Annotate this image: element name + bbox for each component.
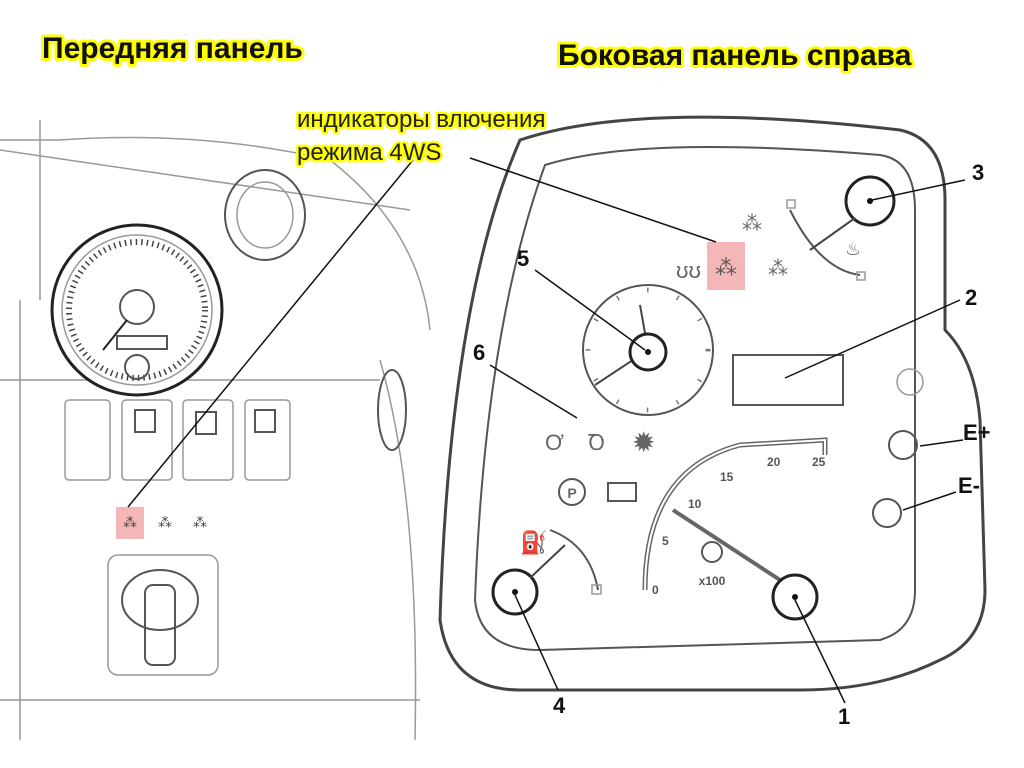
fuel-gauge: ⛽ [491,529,602,616]
front-panel-title: Передняя панель [42,32,303,65]
fuel-pump-icon: ⛽ [520,530,547,555]
cab-vent [224,169,306,261]
callout-e-minus: E- [958,473,980,498]
callout-e-plus: E+ [963,420,991,445]
tach-tick-label: 25 [812,455,826,469]
side-knob [377,369,407,451]
callout-2: 2 [965,285,977,310]
engine-speed-icon [701,541,723,563]
tach-tick-label: 5 [662,534,669,548]
front-tachometer [50,223,224,397]
side-panel-drawing: ʊʊ ⁂ ⁂ ⁂ Ơ Ꝺ ✹ P ♨ [438,115,987,692]
callout-6: 6 [473,340,485,365]
leader-lines [127,157,966,704]
e-minus-button[interactable] [872,498,902,528]
4ws-icon: ⁂ [715,255,737,280]
clock [582,284,714,416]
oil-icon: Ơ [545,430,564,455]
coolant-temp-icon: ♨ [845,239,861,259]
front-panel-drawing: ⁂ ⁂ ⁂ [0,120,431,741]
ignition-switch [107,554,219,676]
tach-tick-label: 10 [688,497,702,511]
callout-4: 4 [553,693,566,718]
callout-3: 3 [972,160,984,185]
button-top[interactable] [896,368,924,396]
tach-tick-label: 20 [767,455,781,469]
side-buttons [872,368,924,528]
4ws-icon: ⁂ [123,514,137,530]
tach-multiplier: x100 [699,574,726,588]
tach-tick-label: 15 [720,470,734,484]
parking-brake-icon [558,478,586,506]
4ws-icon: ⁂ [768,258,788,280]
callout-5: 5 [517,246,529,271]
preheat-icon: ʊʊ [676,258,701,283]
hydraulic-icon: ✹ [632,427,655,458]
warning-indicators: ʊʊ ⁂ ⁂ ⁂ Ơ Ꝺ ✹ P [545,213,788,506]
annotation-line-2: режима 4WS [297,139,441,166]
4ws-indicators-front: ⁂ ⁂ ⁂ [116,507,207,539]
tach-tick-label: 0 [652,583,659,597]
air-filter-icon: Ꝺ [588,430,605,455]
svg-text:P: P [567,485,576,501]
temp-gauge: ♨ [786,175,896,281]
annotation-line-1: индикаторы влючения [297,106,545,133]
switch-panel [64,399,291,481]
4ws-icon: ⁂ [193,514,207,530]
4ws-icon: ⁂ [158,514,172,530]
battery-icon [607,482,637,502]
lcd-display [732,354,844,406]
side-panel-title: Боковая панель справа [558,39,912,72]
tachometer: 0 5 10 15 20 25 x100 [642,437,828,621]
4ws-icon: ⁂ [742,213,762,235]
callout-1: 1 [838,704,850,729]
e-plus-button[interactable] [888,430,918,460]
